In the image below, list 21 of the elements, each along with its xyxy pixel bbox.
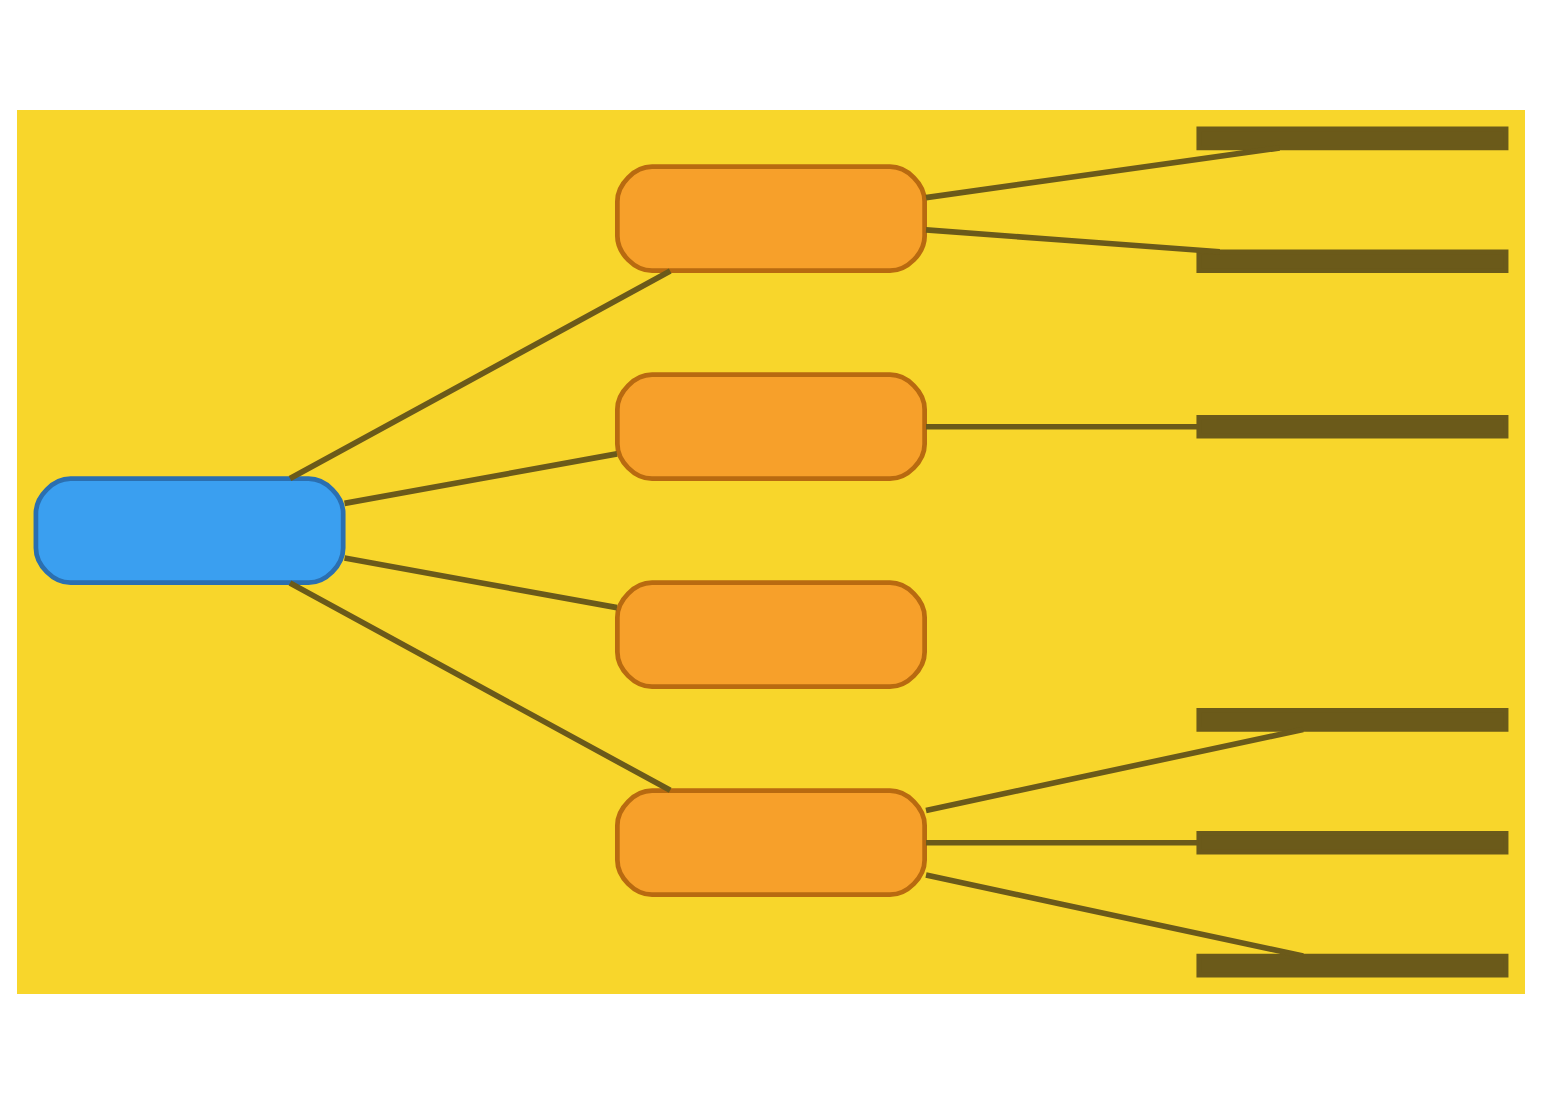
connector — [926, 839, 1199, 846]
node-box — [615, 372, 927, 482]
connector — [925, 227, 1220, 255]
connector — [288, 268, 672, 481]
node-bar — [1196, 708, 1509, 732]
node-bar — [1196, 249, 1509, 274]
node-box — [615, 788, 927, 898]
connector — [288, 580, 672, 793]
node-box — [615, 580, 927, 690]
connector — [344, 451, 618, 507]
node-bar — [1196, 414, 1509, 439]
node-bar — [1196, 830, 1509, 855]
connector — [926, 423, 1199, 430]
node-bar — [1196, 126, 1509, 151]
connector — [925, 872, 1304, 959]
connector — [925, 726, 1304, 814]
node-box — [615, 164, 927, 274]
connector — [344, 555, 618, 611]
node-bar — [1196, 953, 1509, 978]
node-box — [33, 476, 346, 586]
connector — [925, 145, 1280, 201]
